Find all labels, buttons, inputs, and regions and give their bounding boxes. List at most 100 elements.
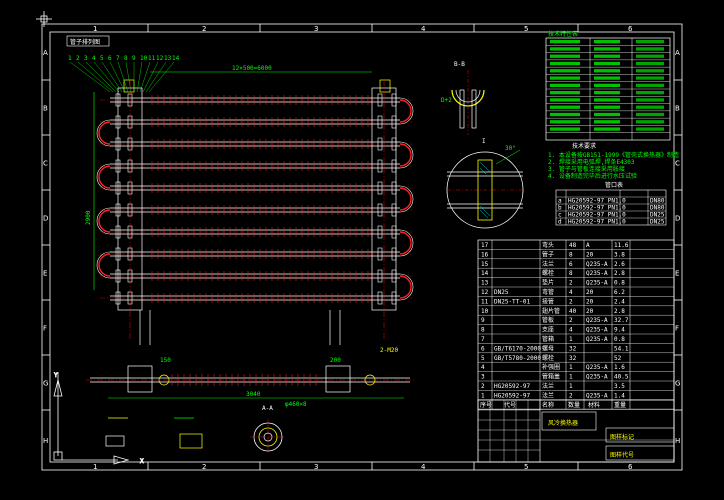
bom-weight: 52	[614, 355, 622, 362]
bom-name: 支座	[542, 326, 554, 334]
ucs-x-label: X	[140, 458, 144, 465]
bom-mat: Q235-A	[586, 270, 608, 277]
bom-mat: 20	[586, 289, 594, 296]
note-line: 4. 设备制造完毕后进行水压试验	[548, 172, 637, 180]
bom-name: 管板	[542, 316, 554, 324]
zone-right-D: D	[675, 215, 680, 223]
bom-mat: Q235-A	[586, 327, 608, 334]
bom-code: GB/T6170-2000	[494, 345, 541, 352]
zone-top-5: 5	[524, 25, 528, 33]
section-aa[interactable]: A-A φ460×8	[250, 401, 307, 455]
ucs-icon: Y X	[53, 372, 144, 465]
bom-mat: 20	[586, 251, 594, 258]
bom-no: 8	[481, 327, 485, 334]
bom-qty: 1	[569, 364, 573, 371]
detail-i-view[interactable]: I 30°	[446, 138, 524, 229]
title-block-main-title: 风冷换热器	[548, 419, 578, 427]
bom-name: 管箱盖	[542, 373, 560, 381]
zone-top-3: 3	[314, 25, 318, 33]
bom-name: 管箱	[542, 335, 554, 343]
zone-right-E: E	[675, 270, 679, 278]
bom-no: 6	[481, 345, 485, 352]
zone-left-E: E	[43, 270, 47, 278]
ucs-y-label: Y	[54, 372, 58, 379]
nozzle-id: a	[558, 198, 562, 205]
bom-qty: 32	[569, 355, 577, 362]
zone-left-G: G	[43, 380, 48, 388]
zone-bottom-6: 6	[628, 463, 633, 471]
bom-weight: 0.8	[614, 336, 625, 343]
zone-left-H: H	[43, 437, 48, 445]
title-block-sheet: 图样标记	[610, 433, 634, 441]
nozzle-id: c	[558, 212, 562, 219]
bom-no: 11	[481, 298, 489, 305]
title-block[interactable]: 风冷换热器 图样标记 图样代号	[477, 399, 675, 463]
bom-name: 接管	[542, 297, 554, 305]
zone-top-2: 2	[202, 25, 206, 33]
balloon-4: 4	[92, 55, 96, 62]
section-bb[interactable]: B-B D+2	[441, 61, 485, 135]
zone-top-6: 6	[628, 25, 633, 33]
bom-no: 15	[481, 261, 489, 268]
tech-table-title: 技术特性表	[548, 30, 578, 38]
balloon-14: 14	[172, 55, 180, 62]
length-dimension: 12×500=6000	[150, 65, 372, 73]
zone-bottom-4: 4	[421, 463, 426, 471]
bom-weight: 6.2	[614, 289, 625, 296]
nozzle-dn: DN80	[650, 205, 665, 212]
zone-left-F: F	[43, 325, 47, 333]
bom-header: 序号	[480, 401, 492, 409]
nozzle-spec: HG20592-97 PN1.0	[568, 219, 626, 226]
bom-qty: 6	[569, 261, 573, 268]
bom-no: 7	[481, 336, 485, 343]
bom-qty: 2	[569, 392, 573, 399]
bom-mat: Q235-A	[586, 261, 608, 268]
bom-mat: Q235-A	[586, 317, 608, 324]
zone-right-G: G	[675, 380, 680, 388]
bom-weight: 2.8	[614, 270, 625, 277]
bom-code: HG20592-97	[494, 383, 531, 390]
bom-qty: 40	[569, 308, 577, 315]
zone-right-C: C	[675, 160, 680, 168]
bom-weight: 2.4	[614, 298, 625, 305]
bom-qty: 8	[569, 270, 573, 277]
bom-name: 螺母	[542, 344, 554, 352]
balloon-8: 8	[124, 55, 128, 62]
technical-notes[interactable]: 技术要求 1. 本设备按GB151-1999《管壳式换热器》制造2. 焊接采用电…	[548, 142, 679, 180]
zone-top-1: 1	[93, 25, 97, 33]
bottom-dim-a: 150	[160, 357, 171, 364]
bom-name: 管子	[542, 250, 554, 258]
bom-qty: 2	[569, 298, 573, 305]
nozzle-spec: HG20592-97 PN1.0	[568, 198, 626, 205]
zone-left-C: C	[43, 160, 48, 168]
bom-no: 2	[481, 383, 485, 390]
bom-name: 弯管	[542, 288, 554, 296]
zone-right-A: A	[675, 49, 680, 57]
zone-bottom-5: 5	[524, 463, 528, 471]
bom-code: GB/T5780-2000	[494, 355, 541, 362]
length-dimension-text: 12×500=6000	[232, 65, 272, 72]
balloon-6: 6	[108, 55, 112, 62]
bom-qty: 1	[569, 374, 573, 381]
bom-header: 名称	[542, 401, 554, 409]
zone-right-F: F	[675, 325, 679, 333]
zone-bottom-3: 3	[314, 463, 318, 471]
bom-qty: 32	[569, 345, 577, 352]
bom-name: 翅片管	[542, 307, 560, 315]
bom-no: 12	[481, 289, 489, 296]
svg-text:30°: 30°	[505, 145, 516, 152]
bom-mat: Q235-A	[586, 280, 608, 287]
bom-header: 材料	[588, 401, 600, 409]
bom-no: 13	[481, 280, 489, 287]
bottom-view[interactable]: 3040 150 200 2-M20	[86, 347, 416, 399]
bom-name: 法兰	[542, 382, 554, 390]
tech-characteristics-table[interactable]: 技术特性表	[545, 30, 671, 141]
bom-mat: 20	[586, 308, 594, 315]
nozzle-dn: DN25	[650, 219, 665, 226]
balloon-2: 2	[76, 55, 80, 62]
